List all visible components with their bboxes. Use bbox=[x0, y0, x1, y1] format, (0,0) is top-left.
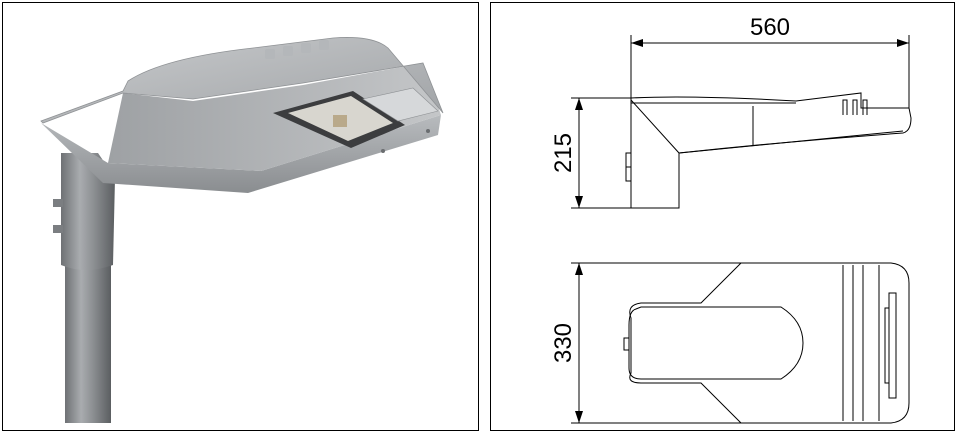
plan-view-outline bbox=[576, 262, 910, 424]
plan-view-neck bbox=[629, 262, 742, 424]
width-dimension-label: 330 bbox=[550, 323, 577, 363]
technical-drawing-panel: 560 215 330 bbox=[490, 2, 955, 431]
height-dimension-label: 215 bbox=[550, 133, 577, 173]
plan-view-latch-inner bbox=[884, 307, 890, 384]
plan-view-latch bbox=[888, 292, 897, 399]
luminaire-photo bbox=[40, 37, 444, 423]
housing-front bbox=[41, 115, 441, 193]
side-view-outline bbox=[630, 92, 912, 209]
dimension-arrowheads bbox=[575, 39, 909, 423]
plan-view-adapter-tab bbox=[623, 337, 629, 351]
housing-panel bbox=[362, 87, 439, 122]
housing-top bbox=[40, 37, 444, 124]
adapter-screw bbox=[53, 225, 63, 233]
product-photo-panel bbox=[2, 2, 479, 431]
housing-underside bbox=[108, 63, 441, 171]
cooling-fin bbox=[301, 43, 311, 53]
adapter-screw bbox=[53, 199, 63, 207]
screw bbox=[381, 149, 385, 153]
side-view-edge bbox=[630, 99, 680, 154]
screw bbox=[426, 129, 430, 133]
side-view-edge bbox=[678, 130, 904, 154]
led-chip bbox=[333, 115, 347, 127]
cooling-fin bbox=[265, 49, 275, 59]
cooling-fin bbox=[283, 46, 293, 56]
cooling-fin bbox=[319, 40, 329, 50]
side-view-fins bbox=[842, 99, 868, 115]
dimension-drawing: 560 215 330 bbox=[550, 14, 912, 424]
plan-view-adapter bbox=[628, 306, 804, 380]
pole-adapter bbox=[61, 153, 115, 270]
length-dimension-label: 560 bbox=[750, 14, 790, 41]
side-view-clamp bbox=[625, 152, 632, 182]
pole bbox=[65, 228, 111, 423]
